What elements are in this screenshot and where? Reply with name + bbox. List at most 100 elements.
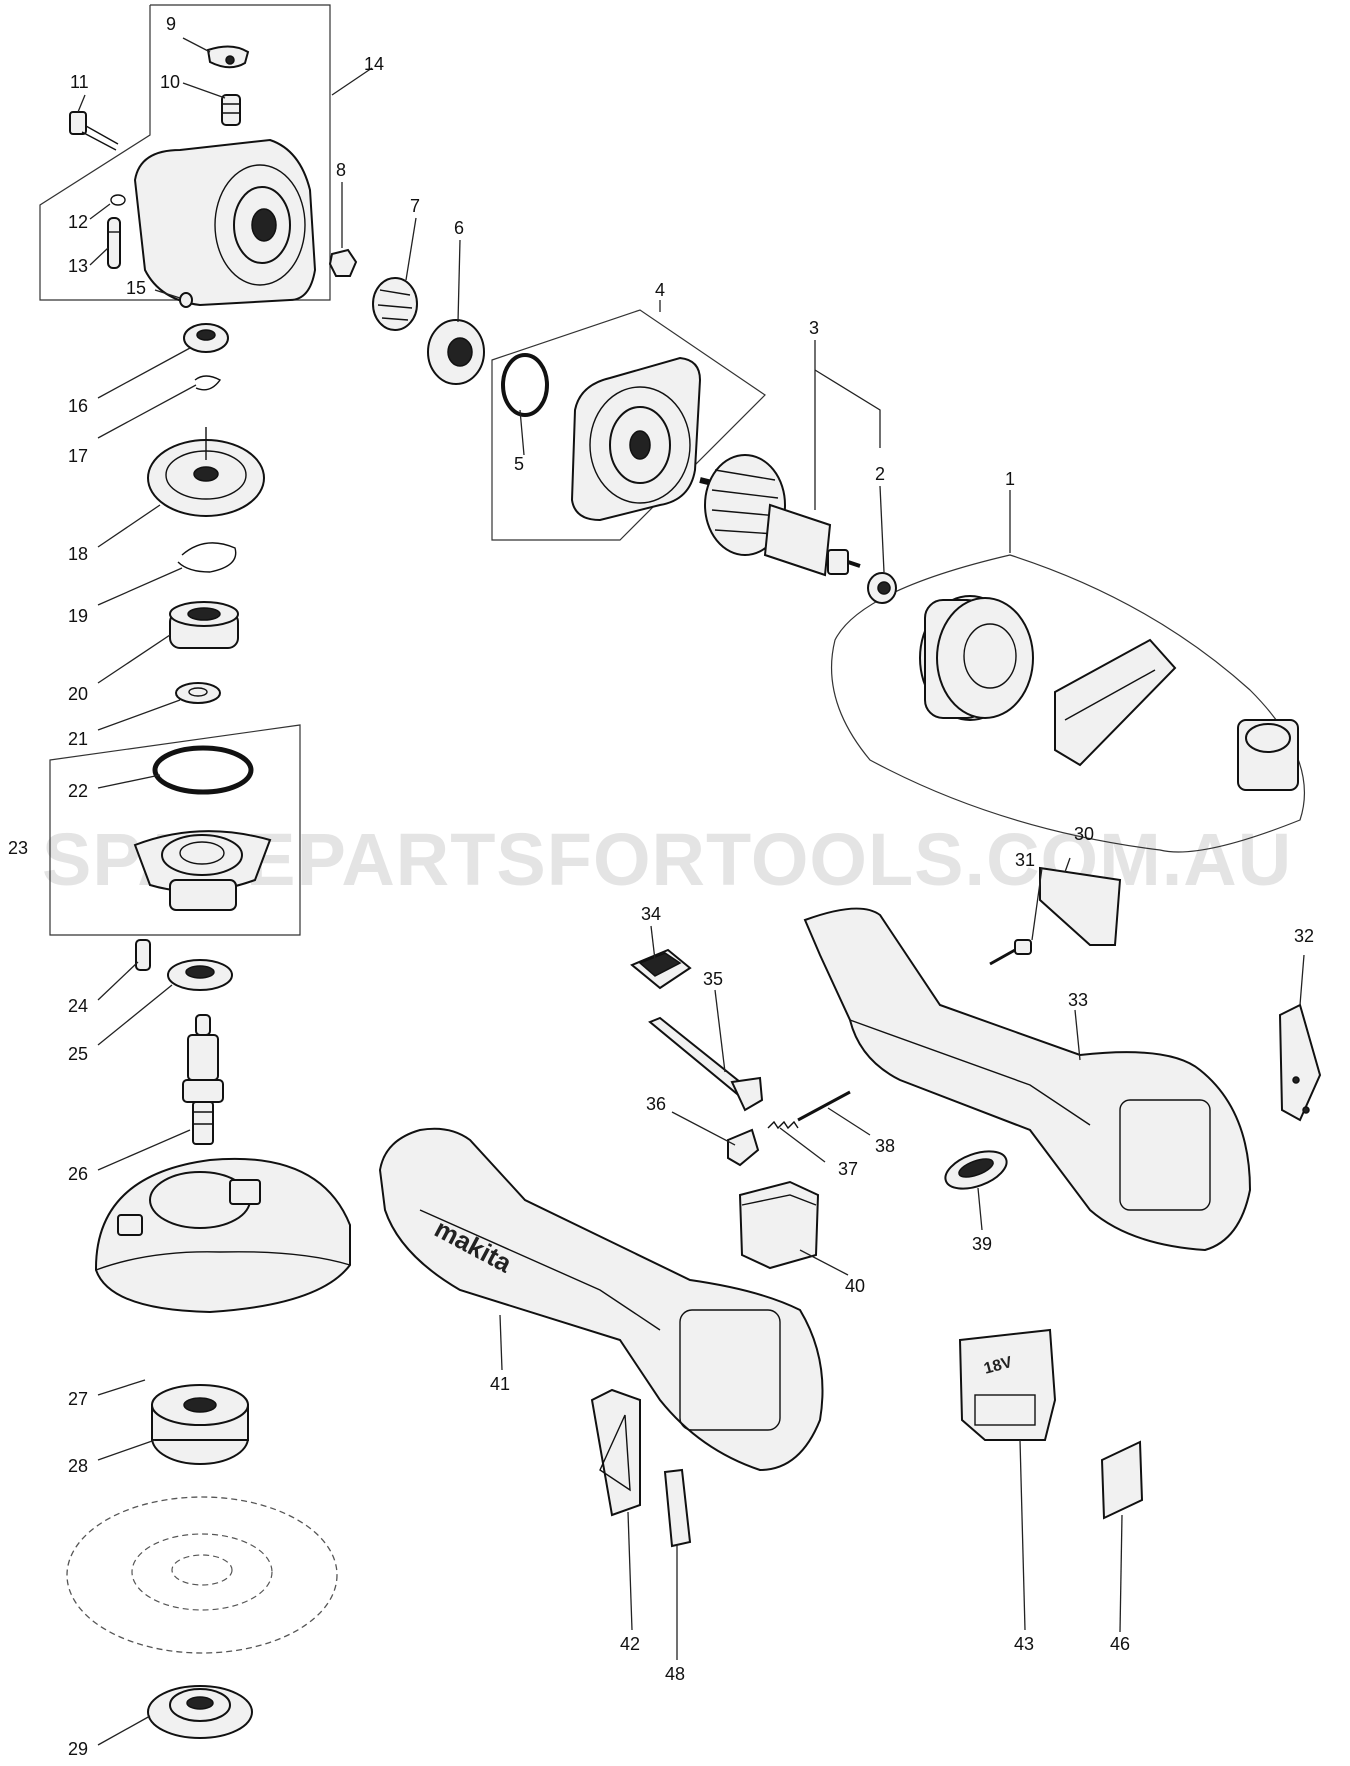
- part-15: [179, 292, 193, 308]
- callout-2: 2: [875, 464, 885, 484]
- callout-13: 13: [68, 256, 88, 276]
- callout-11: 11: [70, 72, 89, 92]
- callout-33: 33: [1068, 990, 1088, 1010]
- callout-40: 40: [845, 1276, 865, 1296]
- part-field-plate-1: [1054, 638, 1177, 767]
- part-plate-32: [1278, 1003, 1322, 1122]
- callout-35: 35: [703, 969, 723, 989]
- callout-29: 29: [68, 1739, 88, 1759]
- part-bearing-6: [427, 319, 485, 385]
- part-terminal-43: 18V: [958, 1328, 1057, 1441]
- leader-lines: [77, 37, 1305, 1746]
- part-retainer-plate-4: [570, 356, 702, 522]
- callout-34: 34: [641, 904, 661, 924]
- callout-labels: 1 2 3 4 5 6 7 8 9 10 11 12 13 14 15 16 1…: [8, 14, 1314, 1759]
- part-gear-housing-14: [133, 138, 317, 307]
- part-pin-13: [107, 217, 121, 269]
- callout-46: 46: [1110, 1634, 1130, 1654]
- part-switch-knob-34: [630, 948, 692, 990]
- part-pinion-7: [372, 277, 418, 331]
- callout-17: 17: [68, 446, 88, 466]
- callout-12: 12: [68, 212, 88, 232]
- part-lever-9: [206, 45, 250, 69]
- callout-32: 32: [1294, 926, 1314, 946]
- part-label-30: [1039, 866, 1122, 946]
- group-outline-14: [39, 4, 331, 301]
- callout-24: 24: [68, 996, 88, 1016]
- part-screw-24: [135, 939, 151, 971]
- part-label-48: [663, 1468, 692, 1548]
- part-nut-8: [328, 248, 358, 277]
- callout-26: 26: [68, 1164, 88, 1184]
- callout-42: 42: [620, 1634, 640, 1654]
- part-spring-10: [221, 94, 241, 126]
- part-plate-42: [590, 1388, 641, 1517]
- part-rod-38: [797, 1090, 851, 1122]
- part-bolt-11: [69, 111, 119, 151]
- part-oring-5: [501, 353, 549, 417]
- callout-38: 38: [875, 1136, 895, 1156]
- callout-20: 20: [68, 684, 88, 704]
- callout-3: 3: [809, 318, 819, 338]
- callout-28: 28: [68, 1456, 88, 1476]
- callout-15: 15: [126, 278, 146, 298]
- part-ring-17: [194, 375, 222, 391]
- part-housing-41: makita: [378, 1127, 824, 1472]
- part-slide-36: [727, 1128, 760, 1167]
- callout-48: 48: [665, 1664, 685, 1684]
- part-washer-21: [175, 682, 221, 704]
- callout-27: 27: [68, 1389, 88, 1409]
- part-stator-1: [919, 595, 1034, 721]
- part-lock-nut-29: [147, 1685, 253, 1739]
- part-spindle-26: [182, 1014, 224, 1145]
- callout-39: 39: [972, 1234, 992, 1254]
- part-bearing-20: [169, 601, 239, 649]
- callout-7: 7: [410, 196, 420, 216]
- part-knob-39: [944, 1150, 1008, 1190]
- part-block-40: [738, 1180, 820, 1270]
- group-outline-1: [830, 554, 1306, 853]
- callout-37: 37: [838, 1159, 858, 1179]
- callout-9: 9: [166, 14, 176, 34]
- part-inner-flange-28: [151, 1384, 249, 1465]
- callout-4: 4: [655, 280, 665, 300]
- callout-16: 16: [68, 396, 88, 416]
- callout-43: 43: [1014, 1634, 1034, 1654]
- callout-5: 5: [514, 454, 524, 474]
- callout-21: 21: [68, 729, 88, 749]
- part-switch-1: [1237, 719, 1299, 791]
- group-outline-23: [49, 724, 301, 936]
- callout-19: 19: [68, 606, 88, 626]
- callout-10: 10: [160, 72, 180, 92]
- part-bevel-gear-18: [147, 427, 265, 517]
- callout-36: 36: [646, 1094, 666, 1114]
- part-armature-3: [699, 454, 861, 577]
- grinding-wheel-outline: [66, 1496, 338, 1654]
- callout-18: 18: [68, 544, 88, 564]
- part-bearing-2: [867, 572, 897, 604]
- part-oring-22: [152, 745, 254, 795]
- part-screw-31: [989, 939, 1032, 966]
- part-wheel-guard-27: [94, 1157, 351, 1314]
- callout-8: 8: [336, 160, 346, 180]
- part-lever-35: [648, 1016, 764, 1112]
- part-label-46: [1100, 1440, 1144, 1520]
- battery-mark-text: 18V: [982, 1354, 1014, 1378]
- part-washer-25: [167, 959, 233, 991]
- callout-1: 1: [1005, 469, 1015, 489]
- part-ring-19: [177, 542, 237, 573]
- callout-23: 23: [8, 838, 28, 858]
- callout-6: 6: [454, 218, 464, 238]
- callout-14: 14: [364, 54, 384, 74]
- callout-31: 31: [1015, 850, 1035, 870]
- part-bearing-box-23: [133, 830, 272, 911]
- callout-30: 30: [1074, 824, 1094, 844]
- callout-41: 41: [490, 1374, 510, 1394]
- part-bearing-16: [183, 323, 229, 353]
- part-oring-12: [110, 194, 126, 206]
- part-spring-37: [767, 1120, 799, 1130]
- callout-25: 25: [68, 1044, 88, 1064]
- callout-22: 22: [68, 781, 88, 801]
- part-housing-33: [803, 907, 1252, 1252]
